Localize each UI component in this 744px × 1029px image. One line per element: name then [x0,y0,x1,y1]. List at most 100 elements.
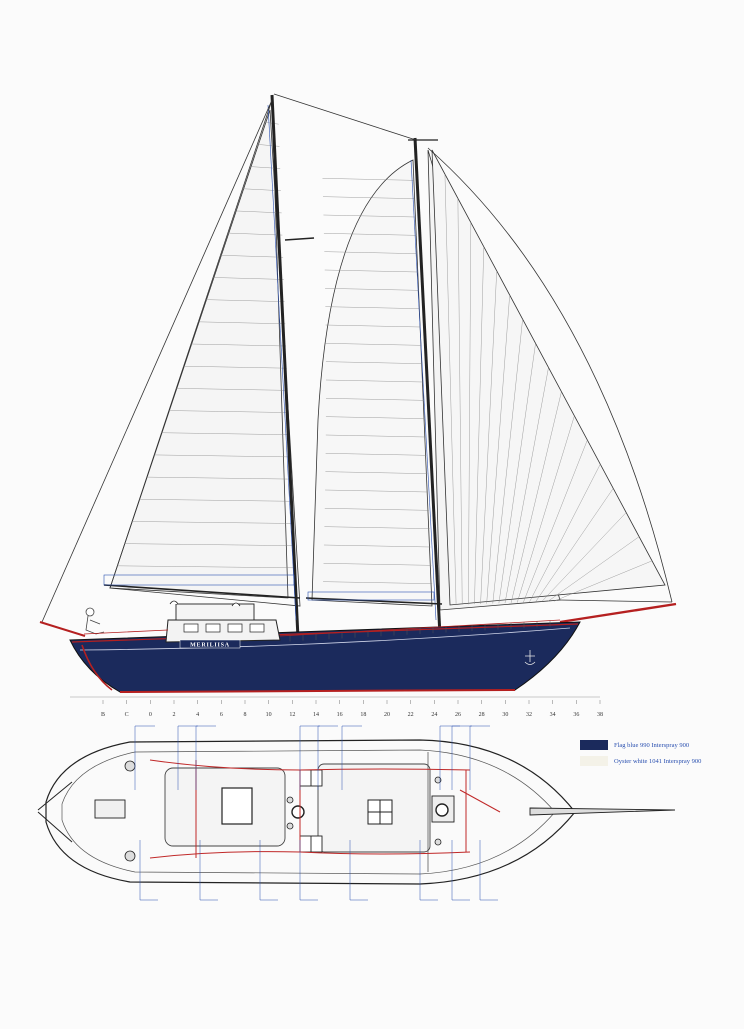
mainsail [311,159,433,607]
seam [529,464,601,603]
sail-seams [117,121,653,605]
window-1 [183,623,199,633]
scale-label: B [101,712,105,718]
seam [154,454,290,458]
boomkin [39,621,86,637]
seam [325,453,427,456]
scale-label: 2 [173,712,176,718]
scale-label: C [125,712,129,718]
seam [535,488,614,603]
seam [132,521,292,524]
scale-label: 12 [289,712,295,718]
main-boom [305,597,443,605]
seam [323,544,431,548]
deck-annotations [134,725,498,901]
scale-label: 0 [149,712,152,718]
seam [547,536,640,602]
mainmast [413,137,442,637]
seam [324,526,430,529]
skylight [367,799,393,825]
backstay-lower [559,599,673,603]
fore-stay [41,99,273,623]
scale-label: 30 [502,712,508,718]
main-boom-cover [307,591,435,601]
seam [492,319,523,604]
deckhouse-top [175,603,255,621]
stanchions [289,620,551,642]
window-3 [227,623,243,633]
seam [322,196,415,199]
seam [324,251,418,254]
fore-boom-cover [103,574,295,586]
triatic-stay [273,93,417,141]
seam [486,294,510,604]
deck-mainmast [435,803,449,817]
ventilator-aft [231,602,241,607]
anchor-icon [524,650,536,665]
scale-label: 32 [526,712,532,718]
seam [117,565,294,569]
seam [325,379,424,383]
scale-label: 26 [455,712,461,718]
seam [198,321,286,325]
seam [324,508,429,511]
seam [325,361,423,364]
deck-hatch-aft [221,787,253,825]
deck-foremast [291,805,305,819]
scale-label: 10 [266,712,272,718]
foremast [270,94,300,639]
seam [325,471,428,474]
scale-label: 24 [431,712,437,718]
seam [213,277,284,280]
scale-label: 34 [550,712,556,718]
scale-label: 16 [337,712,343,718]
seam [325,343,422,346]
ventilator-fore [169,600,179,605]
seam [227,232,283,236]
seam [474,246,484,605]
fore-spreader [284,237,315,241]
foremast-blue-line [267,104,297,621]
hull-profile: MERILIISA [39,600,677,693]
window-4 [249,623,265,633]
rubbing-strake [71,623,579,643]
deck-plan [37,725,676,901]
legend-swatch-oyster-white [580,756,608,766]
seam [323,214,416,218]
scale-label: 28 [479,712,485,718]
seam [444,174,457,605]
seam [242,188,281,191]
legend-swatch-flag-blue [580,740,608,750]
seam [190,343,287,347]
seam [325,398,424,401]
seam [498,343,536,604]
deck-winches [124,760,442,862]
forward-jib-sail [431,149,666,606]
seam [168,410,289,413]
deck-bowsprit [529,807,676,816]
seam [264,121,279,125]
seam [323,233,417,236]
sheer-stripe [79,627,571,651]
legend-label-oyster-white: Oyster white 1041 Interspray 900 [614,757,702,765]
scale-label: 6 [220,712,223,718]
scale-label: 36 [573,712,579,718]
seam [139,499,292,502]
seam [504,367,549,604]
window-2 [205,623,221,633]
seam [517,415,575,603]
scale-label: 20 [384,712,390,718]
scale-label: 8 [244,712,247,718]
legend-row-oyster-white: Oyster white 1041 Interspray 900 [580,756,701,766]
scale-label: 38 [597,712,603,718]
seam [161,432,289,435]
jib-stay [427,147,673,603]
seam [323,581,433,584]
seam [205,299,285,302]
mainmast-blue-line [410,159,437,621]
scale-label: 4 [196,712,199,718]
